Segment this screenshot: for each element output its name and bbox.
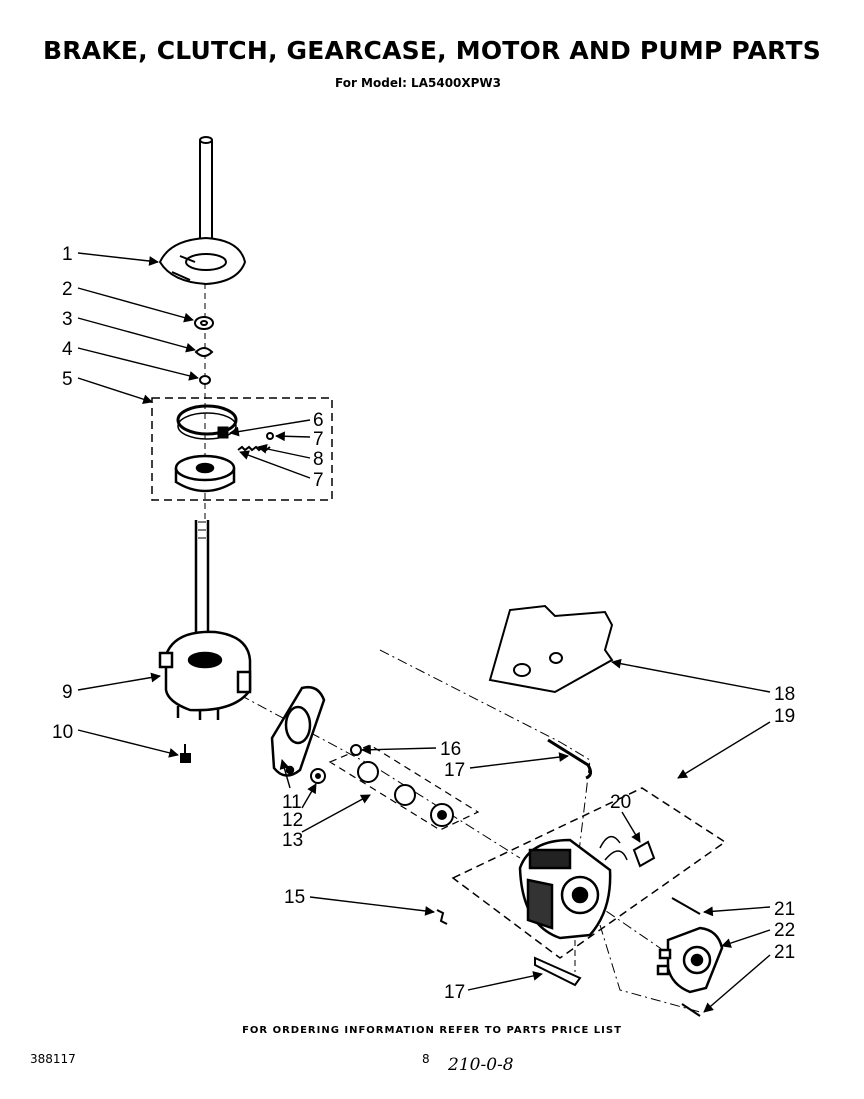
leader-2 xyxy=(77,287,194,323)
callout-16: 16 xyxy=(440,739,461,760)
leader-1 xyxy=(77,252,159,266)
callout-17a: 17 xyxy=(444,760,465,781)
washer-parts xyxy=(194,316,214,385)
leader-6 xyxy=(229,419,311,437)
pump-pins-parts xyxy=(671,897,701,1017)
callout-6: 6 xyxy=(313,410,324,431)
handwritten-note: 210-0-8 xyxy=(448,1055,514,1075)
leader-7a xyxy=(275,431,311,442)
callout-10: 10 xyxy=(52,722,73,743)
clutch-band-part xyxy=(176,404,238,440)
leader-16 xyxy=(361,744,437,755)
pump-impeller-parts xyxy=(357,761,454,827)
callout-18: 18 xyxy=(774,684,795,705)
leader-20 xyxy=(621,811,641,843)
brake-shaft-part xyxy=(158,136,247,286)
leader-19 xyxy=(677,721,771,779)
bolt-part xyxy=(180,744,191,763)
leader-3 xyxy=(77,317,196,353)
leader-5 xyxy=(77,377,153,404)
callout-8: 8 xyxy=(313,449,324,470)
motor-shield-part xyxy=(488,604,614,694)
callout-21a: 21 xyxy=(774,899,795,920)
callout-7a: 7 xyxy=(313,429,324,450)
callout-3: 3 xyxy=(62,309,73,330)
callout-20: 20 xyxy=(610,792,631,813)
callout-22: 22 xyxy=(774,920,795,941)
document-number: 388117 xyxy=(30,1052,76,1066)
leader-11 xyxy=(279,759,291,789)
seal-plate-part xyxy=(270,686,326,777)
clutch-spring-part xyxy=(237,432,274,452)
pump-housing-part xyxy=(656,926,724,994)
callout-12: 12 xyxy=(282,810,303,831)
leader-13 xyxy=(301,794,371,833)
nut-part xyxy=(310,768,326,784)
leader-17b xyxy=(467,971,543,991)
motor-switch-part xyxy=(632,840,656,868)
leader-18 xyxy=(611,658,771,693)
leader-21a xyxy=(703,906,771,917)
leader-17a xyxy=(469,752,569,769)
diagram-title: BRAKE, CLUTCH, GEARCASE, MOTOR AND PUMP … xyxy=(43,36,821,65)
callout-21b: 21 xyxy=(774,942,795,963)
gearcase-part xyxy=(158,520,252,720)
callout-13: 13 xyxy=(282,830,303,851)
leader-10 xyxy=(77,729,179,758)
drive-motor-part xyxy=(518,835,628,940)
leader-8 xyxy=(257,444,311,459)
leader-22 xyxy=(721,929,771,948)
callout-11: 11 xyxy=(282,792,302,813)
callout-9: 9 xyxy=(62,682,73,703)
model-subtitle: For Model: LA5400XPW3 xyxy=(335,76,502,90)
callout-5: 5 xyxy=(62,369,73,390)
callout-2: 2 xyxy=(62,279,73,300)
leader-12 xyxy=(301,783,317,809)
leader-21b xyxy=(703,954,771,1013)
leader-4 xyxy=(77,347,199,381)
callout-4: 4 xyxy=(62,339,73,360)
callout-7b: 7 xyxy=(313,470,324,491)
callout-17b: 17 xyxy=(444,982,465,1003)
clip-part xyxy=(436,909,448,925)
leader-7b xyxy=(239,450,311,479)
callout-1: 1 xyxy=(62,244,73,265)
page-number: 8 xyxy=(422,1052,430,1066)
leader-9 xyxy=(77,672,161,691)
callout-15: 15 xyxy=(284,887,305,908)
ordering-footer-note: FOR ORDERING INFORMATION REFER TO PARTS … xyxy=(242,1025,622,1036)
hose-clip-parts xyxy=(534,738,593,987)
clutch-assembly-box xyxy=(151,397,333,501)
leader-15 xyxy=(309,896,435,916)
clutch-drum-part xyxy=(174,454,236,493)
screw-part xyxy=(350,744,362,756)
callout-19: 19 xyxy=(774,706,795,727)
